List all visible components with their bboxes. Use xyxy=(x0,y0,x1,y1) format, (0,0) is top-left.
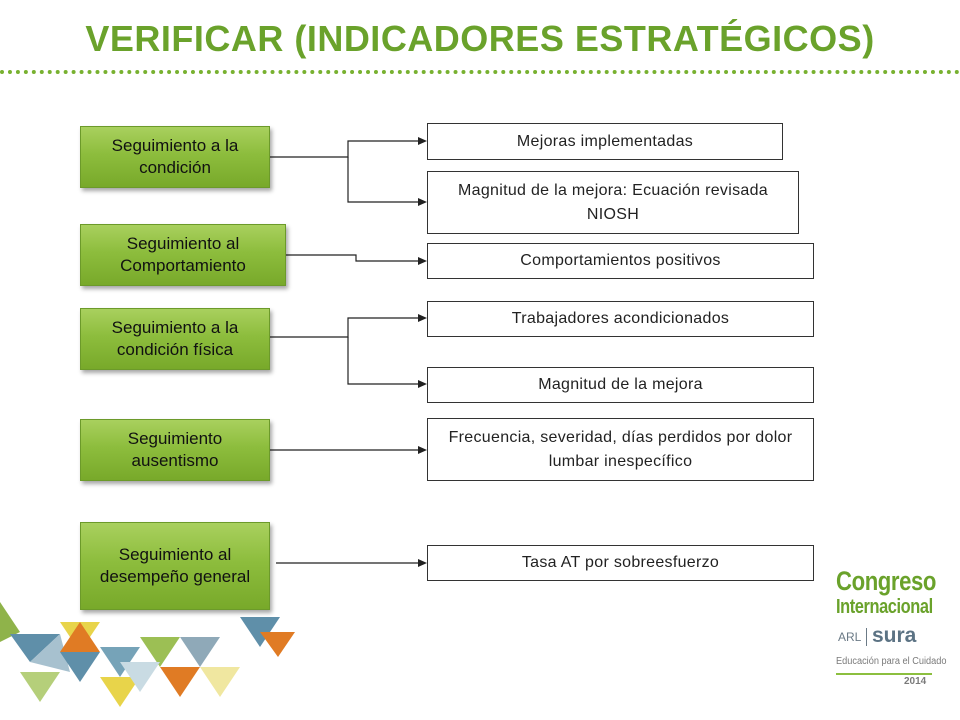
logo-year: 2014 xyxy=(904,676,927,687)
followup-comportamiento: Seguimiento al Comportamiento xyxy=(80,224,286,286)
followup-condicion-fisica: Seguimiento a la condición física xyxy=(80,308,270,370)
indicator-tasa-at: Tasa AT por sobreesfuerzo xyxy=(427,545,814,581)
indicator-label: Magnitud de la mejora: Ecuación revisada… xyxy=(458,181,768,223)
logo-arl: ARL xyxy=(838,630,862,644)
page-title: VERIFICAR (INDICADORES ESTRATÉGICOS) xyxy=(85,18,875,59)
decorative-triangles xyxy=(0,602,295,707)
followup-label: Seguimiento al desempeño general xyxy=(99,545,251,586)
indicator-label: Frecuencia, severidad, días perdidos por… xyxy=(448,428,793,470)
followup-label: Seguimiento al Comportamiento xyxy=(120,234,246,275)
logo-line2: Internacional xyxy=(836,596,933,618)
logo-line1: Congreso xyxy=(836,566,937,596)
indicator-mejoras-implementadas: Mejoras implementadas xyxy=(427,123,783,160)
indicator-label: Magnitud de la mejora xyxy=(538,376,703,393)
followup-label: Seguimiento a la condición física xyxy=(111,318,239,359)
logo-separator xyxy=(866,628,867,646)
followup-label: Seguimiento ausentismo xyxy=(127,429,223,470)
congreso-logo: Congreso Internacional ARL sura Educació… xyxy=(836,566,946,696)
indicator-label: Tasa AT por sobreesfuerzo xyxy=(521,554,720,571)
followup-desempeno: Seguimiento al desempeño general xyxy=(80,522,270,610)
indicator-frecuencia-severidad: Frecuencia, severidad, días perdidos por… xyxy=(427,418,814,481)
indicator-label: Comportamientos positivos xyxy=(520,252,721,269)
followup-ausentismo: Seguimiento ausentismo xyxy=(80,419,270,481)
logo-tagline: Educación para el Cuidado xyxy=(836,656,947,667)
indicator-label: Trabajadores acondicionados xyxy=(511,310,730,327)
followup-condicion: Seguimiento a la condición xyxy=(80,126,270,188)
indicator-magnitud-mejora: Magnitud de la mejora xyxy=(427,367,814,403)
logo-sura: sura xyxy=(872,624,917,647)
indicator-magnitud-niosh: Magnitud de la mejora: Ecuación revisada… xyxy=(427,171,799,234)
followup-label: Seguimiento a la condición xyxy=(111,136,239,177)
indicator-comportamientos-positivos: Comportamientos positivos xyxy=(427,243,814,279)
indicator-label: Mejoras implementadas xyxy=(516,132,694,150)
logo-underline xyxy=(836,673,932,675)
indicator-trabajadores-acondicionados: Trabajadores acondicionados xyxy=(427,301,814,337)
title-divider xyxy=(0,70,960,74)
